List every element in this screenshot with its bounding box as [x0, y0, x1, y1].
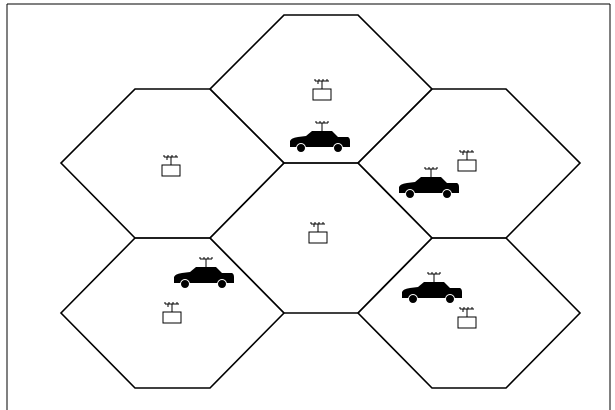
cell-lower-left — [59, 237, 286, 389]
car-icon — [398, 166, 460, 199]
base-station-icon — [161, 154, 181, 177]
cell-lower-right — [356, 237, 582, 389]
car-icon — [173, 256, 235, 289]
cell-upper-left — [59, 88, 286, 239]
base-station-icon — [457, 149, 477, 172]
base-station-icon — [162, 301, 182, 324]
base-station-icon — [308, 221, 328, 244]
car-icon — [401, 271, 463, 304]
base-station-icon — [457, 306, 477, 329]
car-icon — [289, 120, 351, 153]
base-station-icon — [312, 78, 332, 101]
